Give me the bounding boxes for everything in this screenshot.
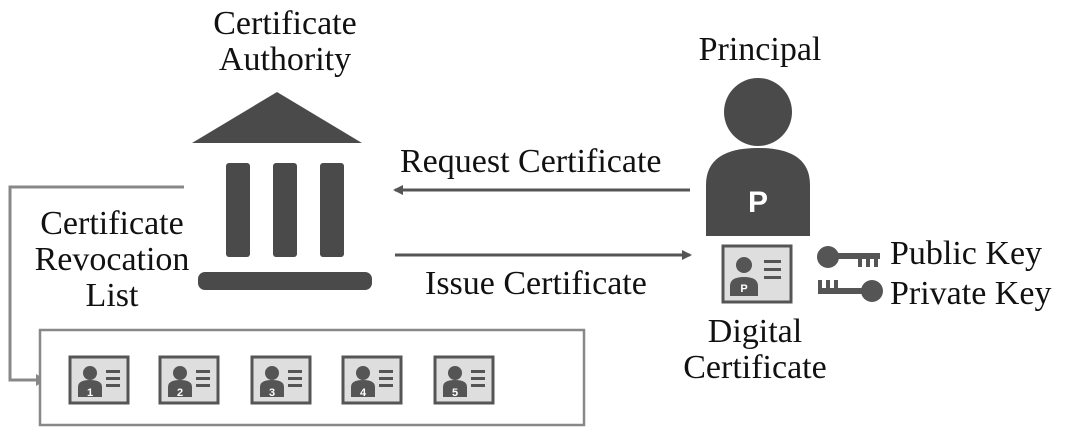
public-key-icon bbox=[817, 246, 880, 268]
digital-certificate-label: Digital Certificate bbox=[655, 314, 855, 386]
crl-line3: List bbox=[85, 277, 139, 314]
revoked-badge-3: 3 bbox=[269, 387, 275, 399]
revoked-certificate-4 bbox=[341, 355, 403, 405]
principal-person-icon bbox=[706, 78, 810, 236]
revocation-list-box bbox=[38, 328, 586, 427]
request-certificate-label: Request Certificate bbox=[400, 143, 662, 180]
certificate-authority-label: Certificate Authority bbox=[180, 6, 390, 78]
revoked-badge-1: 1 bbox=[87, 387, 93, 399]
crl-line2: Revocation bbox=[34, 241, 190, 278]
certificate-authority-line1: Certificate bbox=[213, 5, 357, 42]
revocation-connector bbox=[8, 185, 184, 382]
revoked-certificate-2 bbox=[158, 355, 220, 405]
revoked-certificate-5 bbox=[433, 355, 495, 405]
private-key-icon bbox=[818, 280, 883, 302]
digital-certificate-line2: Certificate bbox=[683, 349, 827, 386]
issue-certificate-label: Issue Certificate bbox=[425, 265, 647, 302]
digital-certificate-icon bbox=[721, 244, 793, 304]
digital-certificate-line1: Digital bbox=[707, 313, 803, 350]
revoked-certificate-1 bbox=[68, 355, 130, 405]
revoked-badge-5: 5 bbox=[452, 387, 458, 399]
principal-badge: P bbox=[748, 186, 768, 219]
revoked-badge-2: 2 bbox=[177, 387, 183, 399]
crl-label: Certificate Revocation List bbox=[12, 206, 212, 314]
public-key-label: Public Key bbox=[890, 235, 1043, 272]
revoked-badge-4: 4 bbox=[360, 387, 367, 399]
private-key-label: Private Key bbox=[890, 275, 1052, 312]
revoked-certificate-3 bbox=[250, 355, 312, 405]
principal-label: Principal bbox=[698, 31, 822, 68]
certificate-authority-icon bbox=[192, 92, 372, 290]
crl-line1: Certificate bbox=[40, 205, 184, 242]
digital-certificate-badge: P bbox=[740, 283, 747, 295]
certificate-authority-line2: Authority bbox=[218, 41, 352, 78]
